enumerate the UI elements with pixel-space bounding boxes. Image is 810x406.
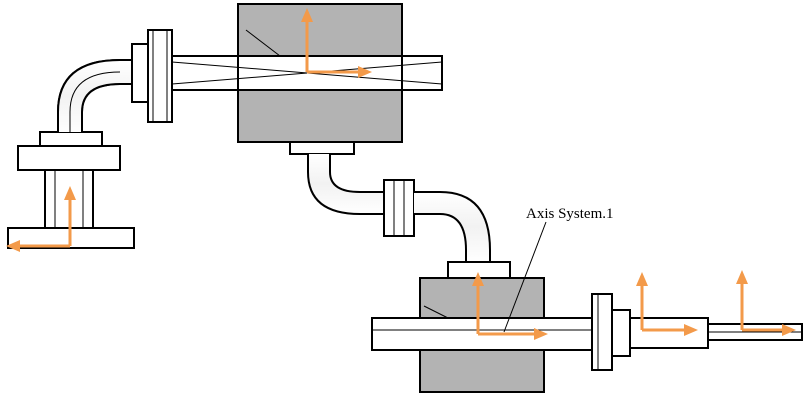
axis-arrows bbox=[6, 8, 796, 340]
middle-s-pipe bbox=[307, 154, 384, 215]
axis-triad-shaft-2 bbox=[736, 270, 796, 336]
axis-system-label: Axis System.1 bbox=[526, 206, 614, 222]
axis-triad-base bbox=[6, 186, 76, 252]
right-elbow-pipe bbox=[414, 191, 491, 262]
axis-system-annotation: Axis System.1 bbox=[503, 206, 614, 333]
bottom-shaft bbox=[371, 317, 593, 351]
axis-triad-shaft-1 bbox=[636, 272, 698, 336]
middle-flange bbox=[383, 179, 415, 237]
axis-triad-axis-system-1 bbox=[472, 272, 548, 340]
axis-triad-top bbox=[301, 8, 372, 78]
bottom-right-flange bbox=[591, 293, 803, 371]
leader-line bbox=[503, 221, 547, 333]
base-collar bbox=[39, 131, 103, 147]
left-elbow-pipe bbox=[57, 59, 134, 132]
top-housing bbox=[237, 3, 403, 155]
base-flange bbox=[17, 145, 121, 171]
top-left-flange bbox=[131, 29, 173, 123]
